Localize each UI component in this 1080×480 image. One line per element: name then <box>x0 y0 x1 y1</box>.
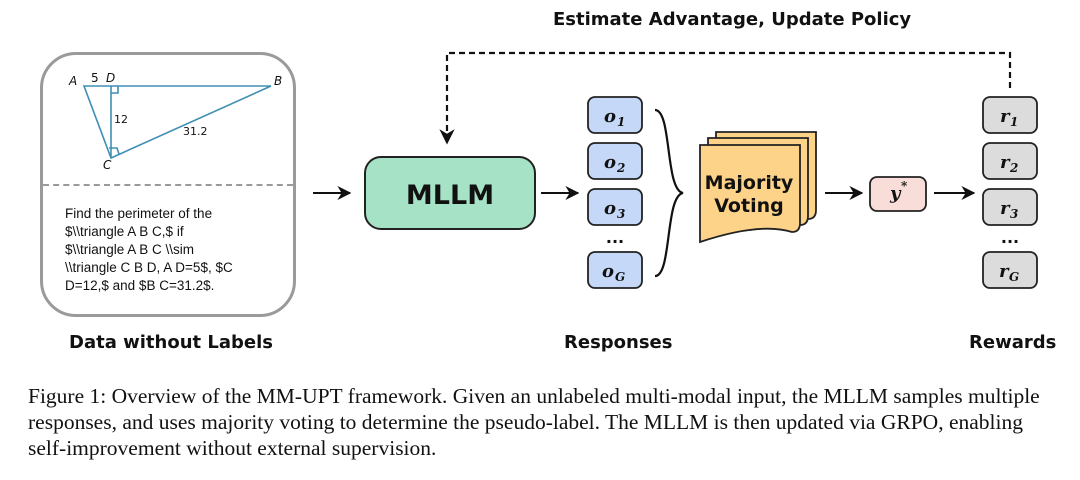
response-box-1: o 1 <box>587 96 643 134</box>
svg-text:3: 3 <box>617 207 625 221</box>
voting-label-line1: Majority <box>705 172 794 194</box>
top-label: Estimate Advantage, Update Policy <box>553 9 912 30</box>
framework-diagram: MLLM o 1 o 2 o 3 ... o G Majority <box>313 51 1038 289</box>
rewards-ellipsis: ... <box>1001 228 1019 247</box>
voting-label-line2: Voting <box>714 195 783 217</box>
response-box-2: o 2 <box>587 142 643 180</box>
response-box-g: o G <box>587 251 643 289</box>
mllm-label: MLLM <box>406 180 494 211</box>
figure-caption: Figure 1: Overview of the MM-UPT framewo… <box>28 384 1040 460</box>
svg-text:1: 1 <box>1010 115 1018 129</box>
rewards-column: r 1 r 2 r 3 ... r G <box>982 96 1038 289</box>
triangle-abc <box>82 85 272 160</box>
svg-text:3: 3 <box>1010 207 1018 221</box>
svg-text:*: * <box>901 179 908 193</box>
reward-box-3: r 3 <box>982 188 1038 226</box>
pseudo-label-box: y * <box>869 176 927 212</box>
vertex-d-label: D <box>106 71 115 85</box>
reward-box-1: r 1 <box>982 96 1038 134</box>
reward-box-2: r 2 <box>982 142 1038 180</box>
vertex-c-label: C <box>103 158 112 172</box>
svg-text:1: 1 <box>617 115 625 129</box>
svg-text:G: G <box>615 270 625 284</box>
side-cd-label: 12 <box>114 113 128 126</box>
svg-text:G: G <box>1009 270 1019 284</box>
feedback-arrow <box>439 51 1012 145</box>
vertex-b-label: B <box>274 74 282 88</box>
svg-text:o: o <box>602 261 614 282</box>
svg-text:r: r <box>1000 106 1011 127</box>
majority-voting-box: Majority Voting <box>699 131 817 244</box>
svg-text:2: 2 <box>616 161 625 175</box>
svg-text:r: r <box>999 261 1010 282</box>
triangle-diagram: A 5 D B 12 31.2 C <box>68 71 282 172</box>
data-panel: A 5 D B 12 31.2 C Find the perimeter of … <box>40 52 296 317</box>
responses-column: o 1 o 2 o 3 ... o G <box>587 96 643 289</box>
data-without-labels-label: Data without Labels <box>69 332 273 353</box>
question-text: Find the perimeter of the $\\triangle A … <box>65 206 233 293</box>
svg-text:r: r <box>1000 198 1011 219</box>
svg-text:o: o <box>604 152 616 173</box>
svg-text:r: r <box>1000 152 1011 173</box>
side-ad-label: 5 <box>91 71 99 85</box>
response-box-3: o 3 <box>587 188 643 226</box>
responses-ellipsis: ... <box>606 228 624 247</box>
svg-text:y: y <box>889 183 902 204</box>
right-angle-mark-c <box>109 147 120 155</box>
svg-text:2: 2 <box>1009 161 1018 175</box>
right-angle-mark-d <box>111 86 119 94</box>
vertex-a-label: A <box>68 74 77 88</box>
reward-box-g: r G <box>982 251 1038 289</box>
curly-brace <box>654 108 684 278</box>
rewards-label: Rewards <box>969 332 1057 353</box>
svg-text:o: o <box>604 106 616 127</box>
panel-divider <box>43 184 293 186</box>
svg-text:o: o <box>604 198 616 219</box>
side-bc-label: 31.2 <box>183 125 208 138</box>
responses-label: Responses <box>564 332 673 353</box>
mllm-box: MLLM <box>364 156 536 230</box>
